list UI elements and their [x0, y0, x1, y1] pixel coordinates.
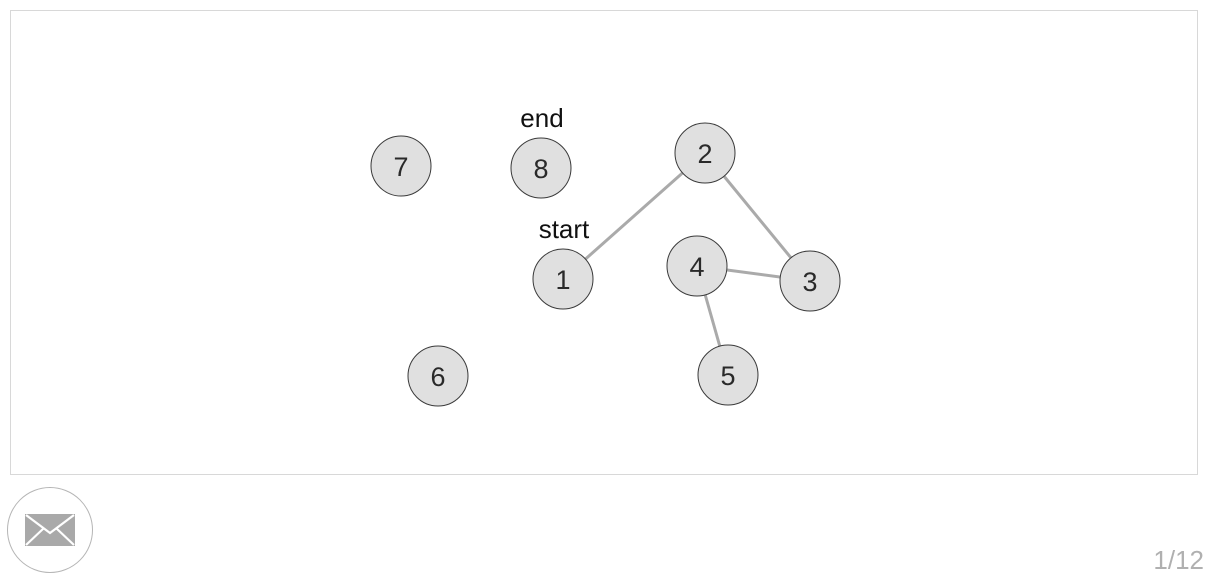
end-label: end: [520, 103, 563, 133]
node-4[interactable]: 4: [666, 235, 728, 297]
node-5[interactable]: 5: [697, 344, 759, 406]
node-circle[interactable]: [532, 248, 594, 310]
page-counter: 1/12: [1153, 545, 1204, 575]
markers-layer: start end: [520, 103, 590, 244]
node-circle[interactable]: [666, 235, 728, 297]
graph-canvas: 1 2 34 5 6 7 8 start end: [370, 103, 841, 407]
node-7[interactable]: 7: [370, 135, 432, 197]
node-circle[interactable]: [697, 344, 759, 406]
node-1[interactable]: 1: [532, 248, 594, 310]
edge-1-2: [561, 151, 707, 281]
node-circle[interactable]: [370, 135, 432, 197]
node-circle[interactable]: [779, 250, 841, 312]
node-circle[interactable]: [674, 122, 736, 184]
start-label: start: [539, 214, 590, 244]
envelope-icon: [25, 514, 75, 546]
node-3[interactable]: 3: [779, 250, 841, 312]
node-circle[interactable]: [407, 345, 469, 407]
nodes-layer: 1 2 34 5 6 7 8: [370, 122, 841, 407]
node-circle[interactable]: [510, 137, 572, 199]
node-2[interactable]: 2: [674, 122, 736, 184]
node-6[interactable]: 6: [407, 345, 469, 407]
send-button[interactable]: [7, 487, 93, 573]
node-8[interactable]: 8: [510, 137, 572, 199]
